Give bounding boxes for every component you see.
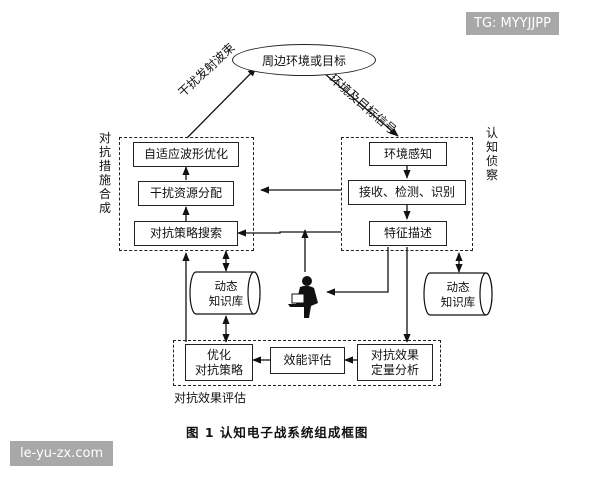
- quant-line1: 对抗效果: [370, 347, 419, 362]
- kb-left-line1: 动态: [214, 279, 238, 293]
- kb-right-line1: 动态: [446, 280, 470, 294]
- box-env-sensing: 环境感知: [369, 142, 447, 166]
- watermark-bottom: le-yu-zx.com: [10, 441, 114, 466]
- kb-right-line2: 知识库: [440, 295, 476, 309]
- box-optimise-strategy: 优化 对抗策略: [185, 344, 253, 381]
- group-bottom-label: 对抗效果评估: [174, 391, 247, 405]
- group-countermeasure-synthesis: [119, 137, 254, 251]
- quant-line2: 定量分析: [370, 362, 419, 377]
- optimise-line1: 优化: [206, 347, 231, 362]
- target-environment-node: 周边环境或目标: [232, 44, 376, 76]
- edge-env-signal: [317, 67, 399, 137]
- group-left-label: 对抗措施合成: [98, 131, 111, 215]
- group-cognitive-recon: [341, 137, 473, 251]
- box-quantitative-analysis: 对抗效果 定量分析: [357, 344, 433, 381]
- kb-left-line2: 知识库: [208, 294, 244, 308]
- optimise-line2: 对抗策略: [194, 362, 243, 377]
- kb-cylinder-left: [189, 271, 261, 315]
- group-right-label: 认知侦察: [485, 126, 498, 182]
- figure-caption: 图 1 认知电子战系统组成框图: [186, 425, 369, 440]
- box-performance-eval: 效能评估: [270, 347, 345, 374]
- edge-jamming-beam: [186, 67, 257, 139]
- kb-cylinder-right: [423, 272, 493, 316]
- box-strategy-search: 对抗策略搜索: [134, 221, 238, 246]
- kb-left-label: 动态 知识库: [202, 279, 250, 309]
- box-adaptive-waveform: 自适应波形优化: [133, 142, 239, 167]
- box-feature-desc: 特征描述: [369, 221, 447, 246]
- kb-right-label: 动态 知识库: [434, 280, 482, 310]
- box-jamming-resource: 干扰资源分配: [138, 181, 234, 206]
- group-effect-evaluation: [173, 340, 441, 386]
- operator-figure: [288, 276, 318, 318]
- watermark-top: TG: MYYJJPP: [466, 12, 559, 35]
- box-receive-detect: 接收、检测、识别: [348, 180, 466, 205]
